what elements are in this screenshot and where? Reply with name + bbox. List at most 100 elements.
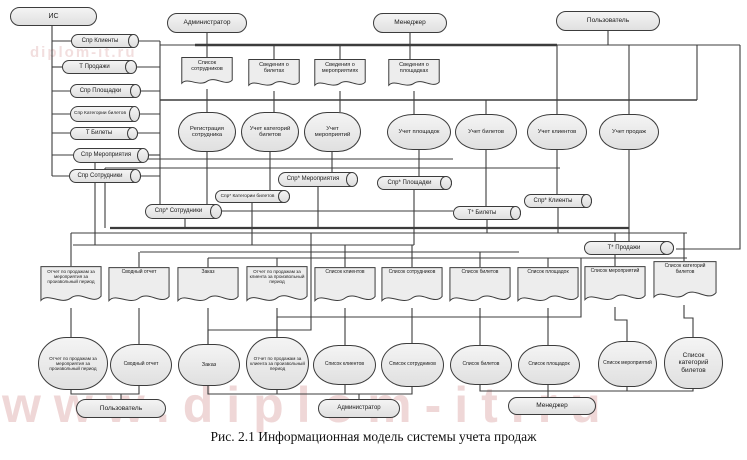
node-label: Сведения о билетах	[259, 62, 289, 75]
db-t-prodazhi: Т Продажи	[62, 60, 137, 74]
db-t-bilety: Т Билеты	[70, 127, 138, 140]
document-shape	[388, 59, 440, 91]
node-label: Спр Площадки	[79, 87, 122, 94]
doc-svedeniya-o-meropriyatiyakh: Сведения о мероприятиях	[314, 59, 366, 91]
node-label: Спр Мероприятия	[80, 152, 132, 159]
node-label: Менеджер	[394, 19, 426, 27]
db2-t-prodazhi: Т* Продажи	[584, 241, 674, 255]
docb-spisok-sotrudnikov: Список сотрудников	[381, 267, 443, 308]
procb-spisok-biletov: Список билетов	[450, 345, 512, 385]
proc-uchet-ploshchadok: Учет площадок	[387, 114, 451, 150]
procb-otchet-meropriyatiya: Отчет по продажам за мероприятия за прои…	[38, 337, 108, 390]
docb-zakaz: Заказ	[177, 267, 239, 308]
node-label: Список площадок	[528, 361, 570, 368]
node-label: Регистрация сотрудника	[190, 125, 224, 138]
doc-spisok-sotrudnikov: Список сотрудников	[181, 57, 233, 89]
document-shape	[314, 267, 376, 308]
node-label: Спр* Клиенты	[533, 197, 573, 204]
db-spr-sotrudniki: Спр Сотрудники	[69, 169, 141, 183]
db-spr-meropriyatiya: Спр Мероприятия	[73, 148, 149, 163]
document-shape	[449, 267, 511, 308]
document-shape	[517, 267, 579, 308]
node-label: Отчет по продажам за клиента за произвол…	[250, 355, 305, 372]
document-shape	[314, 59, 366, 91]
node-label: Т* Продажи	[607, 244, 641, 251]
db-spr-ploshchadki: Спр Площадки	[70, 84, 141, 98]
proc-uchet-biletov: Учет билетов	[455, 114, 517, 150]
docb-spisok-biletov: Список билетов	[449, 267, 511, 308]
doc-svedeniya-o-ploshchadkakh: Сведения о площадках	[388, 59, 440, 91]
node-label: Сведения о площадках	[399, 62, 429, 75]
connector-edge	[683, 305, 694, 337]
proc-uchet-klientov: Учет клиентов	[527, 114, 587, 150]
node-label: Пользователь	[586, 17, 630, 25]
node-label: Сводный отчет	[121, 269, 157, 275]
node-label: Список мероприятий	[590, 268, 640, 274]
actor-administrator-bottom: Администратор	[318, 399, 400, 418]
docb-otchet-meropriyatiya: Отчет по продажам за мероприятия за прои…	[40, 266, 102, 308]
connector-edge	[676, 45, 741, 250]
watermark-small: diplom-it.ru	[30, 44, 137, 61]
actor-user-top: Пользователь	[556, 11, 660, 31]
connector-edge	[207, 386, 413, 395]
procb-otchet-klient: Отчет по продажам за клиента за произвол…	[246, 337, 309, 390]
node-label: Спр* Площадки	[387, 179, 432, 186]
node-label: Спр Категории билетов	[74, 111, 126, 117]
connector-edge	[70, 386, 140, 395]
actor-user-bottom: Пользователь	[76, 399, 166, 418]
document-shape	[246, 266, 308, 308]
db-spr-klienty: Спр Клиенты	[71, 34, 139, 48]
proc-uchet-kategorij-biletov: Учет категорий билетов	[241, 112, 299, 152]
node-label: Спр* Категории билетов	[220, 193, 275, 199]
node-label: Учет категорий билетов	[249, 125, 291, 138]
doc-svedeniya-o-biletakh: Сведения о билетах	[248, 59, 300, 91]
document-shape	[584, 266, 646, 307]
node-label: Учет билетов	[468, 128, 504, 135]
db-spr-kategorii-biletov: Спр Категории билетов	[70, 106, 140, 122]
procb-spisok-sotrudnikov: Список сотрудников	[381, 343, 444, 387]
document-shape	[653, 261, 717, 305]
procb-svodnyj-otchet: Сводный отчет	[110, 344, 172, 386]
db2-spr-klienty: Спр* Клиенты	[524, 194, 592, 208]
node-label: Спр* Мероприятия	[286, 176, 340, 183]
docb-spisok-klientov: Список клиентов	[314, 267, 376, 308]
figure-caption: Рис. 2.1 Информационная модель системы у…	[210, 429, 537, 444]
proc-uchet-meropriyatij: Учет мероприятий	[304, 112, 361, 152]
procb-zakaz: Заказ	[178, 344, 240, 386]
document-shape	[108, 267, 170, 308]
node-label: Заказ	[201, 269, 215, 275]
connector-edge	[614, 307, 628, 341]
docb-otchet-klient: Отчет по продажам за клиента за произвол…	[246, 266, 308, 308]
node-label: Учет клиентов	[537, 128, 577, 135]
node-label: Отчет по продажам за мероприятия за прои…	[49, 355, 97, 372]
node-label: Администратор	[183, 19, 231, 27]
document-shape	[181, 57, 233, 89]
node-label: Спр Сотрудники	[77, 172, 123, 179]
node-label: Список сотрудников	[191, 60, 223, 73]
db2-spr-sotrudniki: Спр* Сотрудники	[145, 204, 222, 219]
node-label: Список билетов	[461, 269, 499, 275]
node-label: Отчет по продажам за клиента за произвол…	[249, 269, 305, 285]
node-label: Список категорий билетов	[664, 263, 706, 275]
procb-spisok-meropriyatij: Список мероприятий	[598, 341, 657, 387]
docb-spisok-meropriyatij: Список мероприятий	[584, 266, 646, 307]
db2-spr-meropriyatiya: Спр* Мероприятия	[278, 172, 358, 187]
node-label: Т* Билеты	[467, 209, 497, 216]
docb-spisok-kategorij-biletov: Список категорий билетов	[653, 261, 717, 305]
actor-manager-bottom: Менеджер	[508, 397, 596, 415]
node-label: Менеджер	[536, 402, 568, 410]
node-label: Сводный отчет	[123, 361, 159, 368]
document-shape	[248, 59, 300, 91]
node-label: Учет продаж	[612, 128, 646, 135]
document-shape	[177, 267, 239, 308]
node-label: Сведения о мероприятиях	[321, 62, 359, 75]
procb-spisok-ploshchadok: Список площадок	[518, 345, 580, 385]
node-label: ИС	[48, 12, 59, 20]
docb-svodnyj-otchet: Сводный отчет	[108, 267, 170, 308]
node-label: Список площадок	[527, 269, 569, 275]
actor-manager-top: Менеджер	[373, 13, 447, 33]
node-label: Пользователь	[99, 404, 143, 412]
docb-spisok-ploshchadok: Список площадок	[517, 267, 579, 308]
procb-spisok-klientov: Список клиентов	[313, 345, 376, 385]
